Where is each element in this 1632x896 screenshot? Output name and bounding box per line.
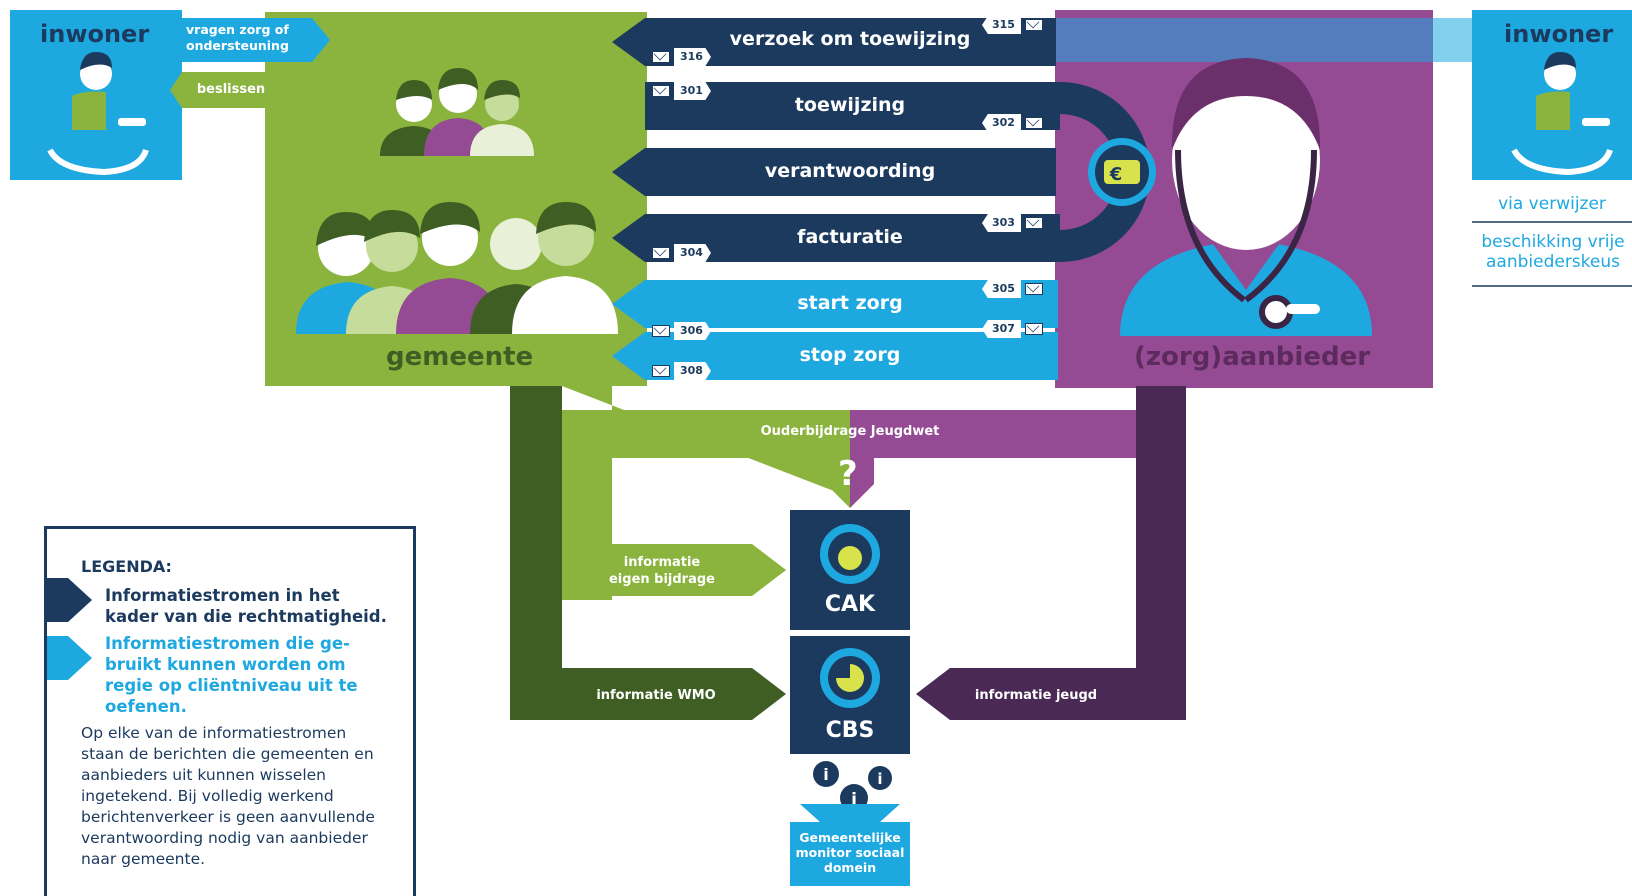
badge-305-num: 305 <box>982 280 1021 298</box>
svg-text:i: i <box>851 790 857 810</box>
flow-band-verantwoording <box>612 148 1058 196</box>
badge-307: 307 <box>982 320 1043 338</box>
legend-box: LEGENDA: Informatiestromen in het kader … <box>44 526 416 896</box>
info-wmo-label: informatie WMO <box>596 688 716 703</box>
badge-308-num: 308 <box>674 362 711 380</box>
beslissen-label: beslissen <box>196 82 266 97</box>
jeugd-stem <box>1136 386 1186 720</box>
ouderbijdrage-label: Ouderbijdrage Jeugdwet <box>760 424 940 439</box>
legend-arrow-light <box>44 636 92 680</box>
legend-dark-text: Informatiestromen in het kader van die r… <box>105 586 387 626</box>
badge-316: 316 <box>652 48 711 66</box>
question-arrow-purple <box>850 458 874 508</box>
badge-303: 303 <box>982 214 1043 232</box>
envelope-icon <box>1024 323 1043 335</box>
envelope-icon <box>652 51 670 63</box>
legend-title: LEGENDA: <box>81 557 172 576</box>
bottom-bar <box>612 388 1086 404</box>
badge-307-num: 307 <box>982 320 1021 338</box>
envelope-icon <box>1024 19 1043 31</box>
flow-label-stop: stop zorg <box>799 344 901 366</box>
gemeente-people-large <box>296 202 618 334</box>
flow-band-facturatie <box>612 214 1060 262</box>
badge-306-num: 306 <box>674 322 711 340</box>
badge-302: 302 <box>982 114 1043 132</box>
inwoner-right-title: inwoner <box>1504 20 1614 48</box>
ouderbijdrage-purple <box>850 410 1136 458</box>
info-icon-1 <box>813 761 839 787</box>
inwoner-right-figure <box>1511 52 1613 176</box>
envelope-icon <box>1024 283 1043 295</box>
inwoner-left-title: inwoner <box>40 20 150 48</box>
question-arrow-lime <box>826 458 850 508</box>
flow-band-start <box>612 280 1058 328</box>
flow-band-stop <box>612 332 1058 380</box>
flow-label-verzoek: verzoek om toewijzing <box>729 28 971 50</box>
wallet-icon <box>1104 160 1140 184</box>
flow-label-start: start zorg <box>797 292 903 314</box>
flow-label-toewijzing: toewijzing <box>794 94 906 116</box>
envelope-icon <box>652 85 670 97</box>
envelope-icon <box>652 247 670 259</box>
wmo-stem <box>510 386 562 720</box>
badge-315-num: 315 <box>982 16 1021 34</box>
inwoner-right-band <box>1055 18 1485 62</box>
svg-text:i: i <box>877 770 882 788</box>
info-icon-2 <box>868 766 892 790</box>
vragen-label: vragen zorg of ondersteuning <box>186 22 289 53</box>
vragen-arrow <box>182 18 330 62</box>
moneybag-icon <box>838 546 862 570</box>
badge-316-num: 316 <box>674 48 711 66</box>
legend-body-text: Op elke van de informatiestromen staan d… <box>81 724 375 868</box>
flow-label-verantwoording: verantwoording <box>764 160 936 182</box>
gemeente-people-small <box>380 68 534 156</box>
badge-305: 305 <box>982 280 1043 298</box>
legend-light-text: Informatiestromen die ge-bruikt kunnen w… <box>105 634 358 716</box>
badge-308: 308 <box>652 362 711 380</box>
jeugd-arrow <box>916 668 1186 720</box>
legend-arrow-dark <box>44 578 92 622</box>
cak-label: CAK <box>824 592 876 617</box>
envelope-icon <box>652 365 670 377</box>
badge-304-num: 304 <box>674 244 711 262</box>
flow-band-toewijzing <box>645 82 1060 130</box>
svg-text:i: i <box>823 765 828 784</box>
beslissen-arrow <box>170 72 280 108</box>
flow-label-facturatie: facturatie <box>797 226 903 248</box>
question-mark: ? <box>838 454 858 494</box>
envelope-icon <box>1024 117 1043 129</box>
flow-band-verzoek <box>612 18 1056 66</box>
monitor-label: Gemeentelijke monitor sociaal domein <box>795 830 905 875</box>
badge-302-num: 302 <box>982 114 1021 132</box>
monitor-box <box>790 822 910 886</box>
verantwoording-stub <box>1056 148 1070 204</box>
aanbieder-person <box>1120 58 1372 336</box>
monitor-funnel <box>800 804 900 822</box>
envelope-icon <box>652 325 670 337</box>
badge-301-num: 301 <box>674 82 711 100</box>
envelope-icon <box>1024 217 1043 229</box>
aanbieder-label: (zorg)aanbieder <box>1134 342 1371 372</box>
cbs-label: CBS <box>825 718 875 743</box>
svg-text:€: € <box>1109 164 1123 185</box>
beschikking-label: beschikking vrije aanbiederskeus <box>1481 232 1625 272</box>
info-jeugd-label: informatie jeugd <box>974 688 1098 703</box>
via-verwijzer-label: via verwijzer <box>1498 194 1606 214</box>
badge-301: 301 <box>652 82 711 100</box>
badge-306: 306 <box>652 322 711 340</box>
info-eigen-bijdrage-label: informatie eigen bijdrage <box>608 555 715 587</box>
gemeente-label: gemeente <box>386 342 534 372</box>
piechart-icon <box>836 664 864 692</box>
badge-304: 304 <box>652 244 711 262</box>
eigen-bijdrage-arrow <box>562 544 786 596</box>
wmo-arrow <box>510 668 786 720</box>
inwoner-left-figure <box>47 52 149 176</box>
badge-303-num: 303 <box>982 214 1021 232</box>
badge-315: 315 <box>982 16 1043 34</box>
